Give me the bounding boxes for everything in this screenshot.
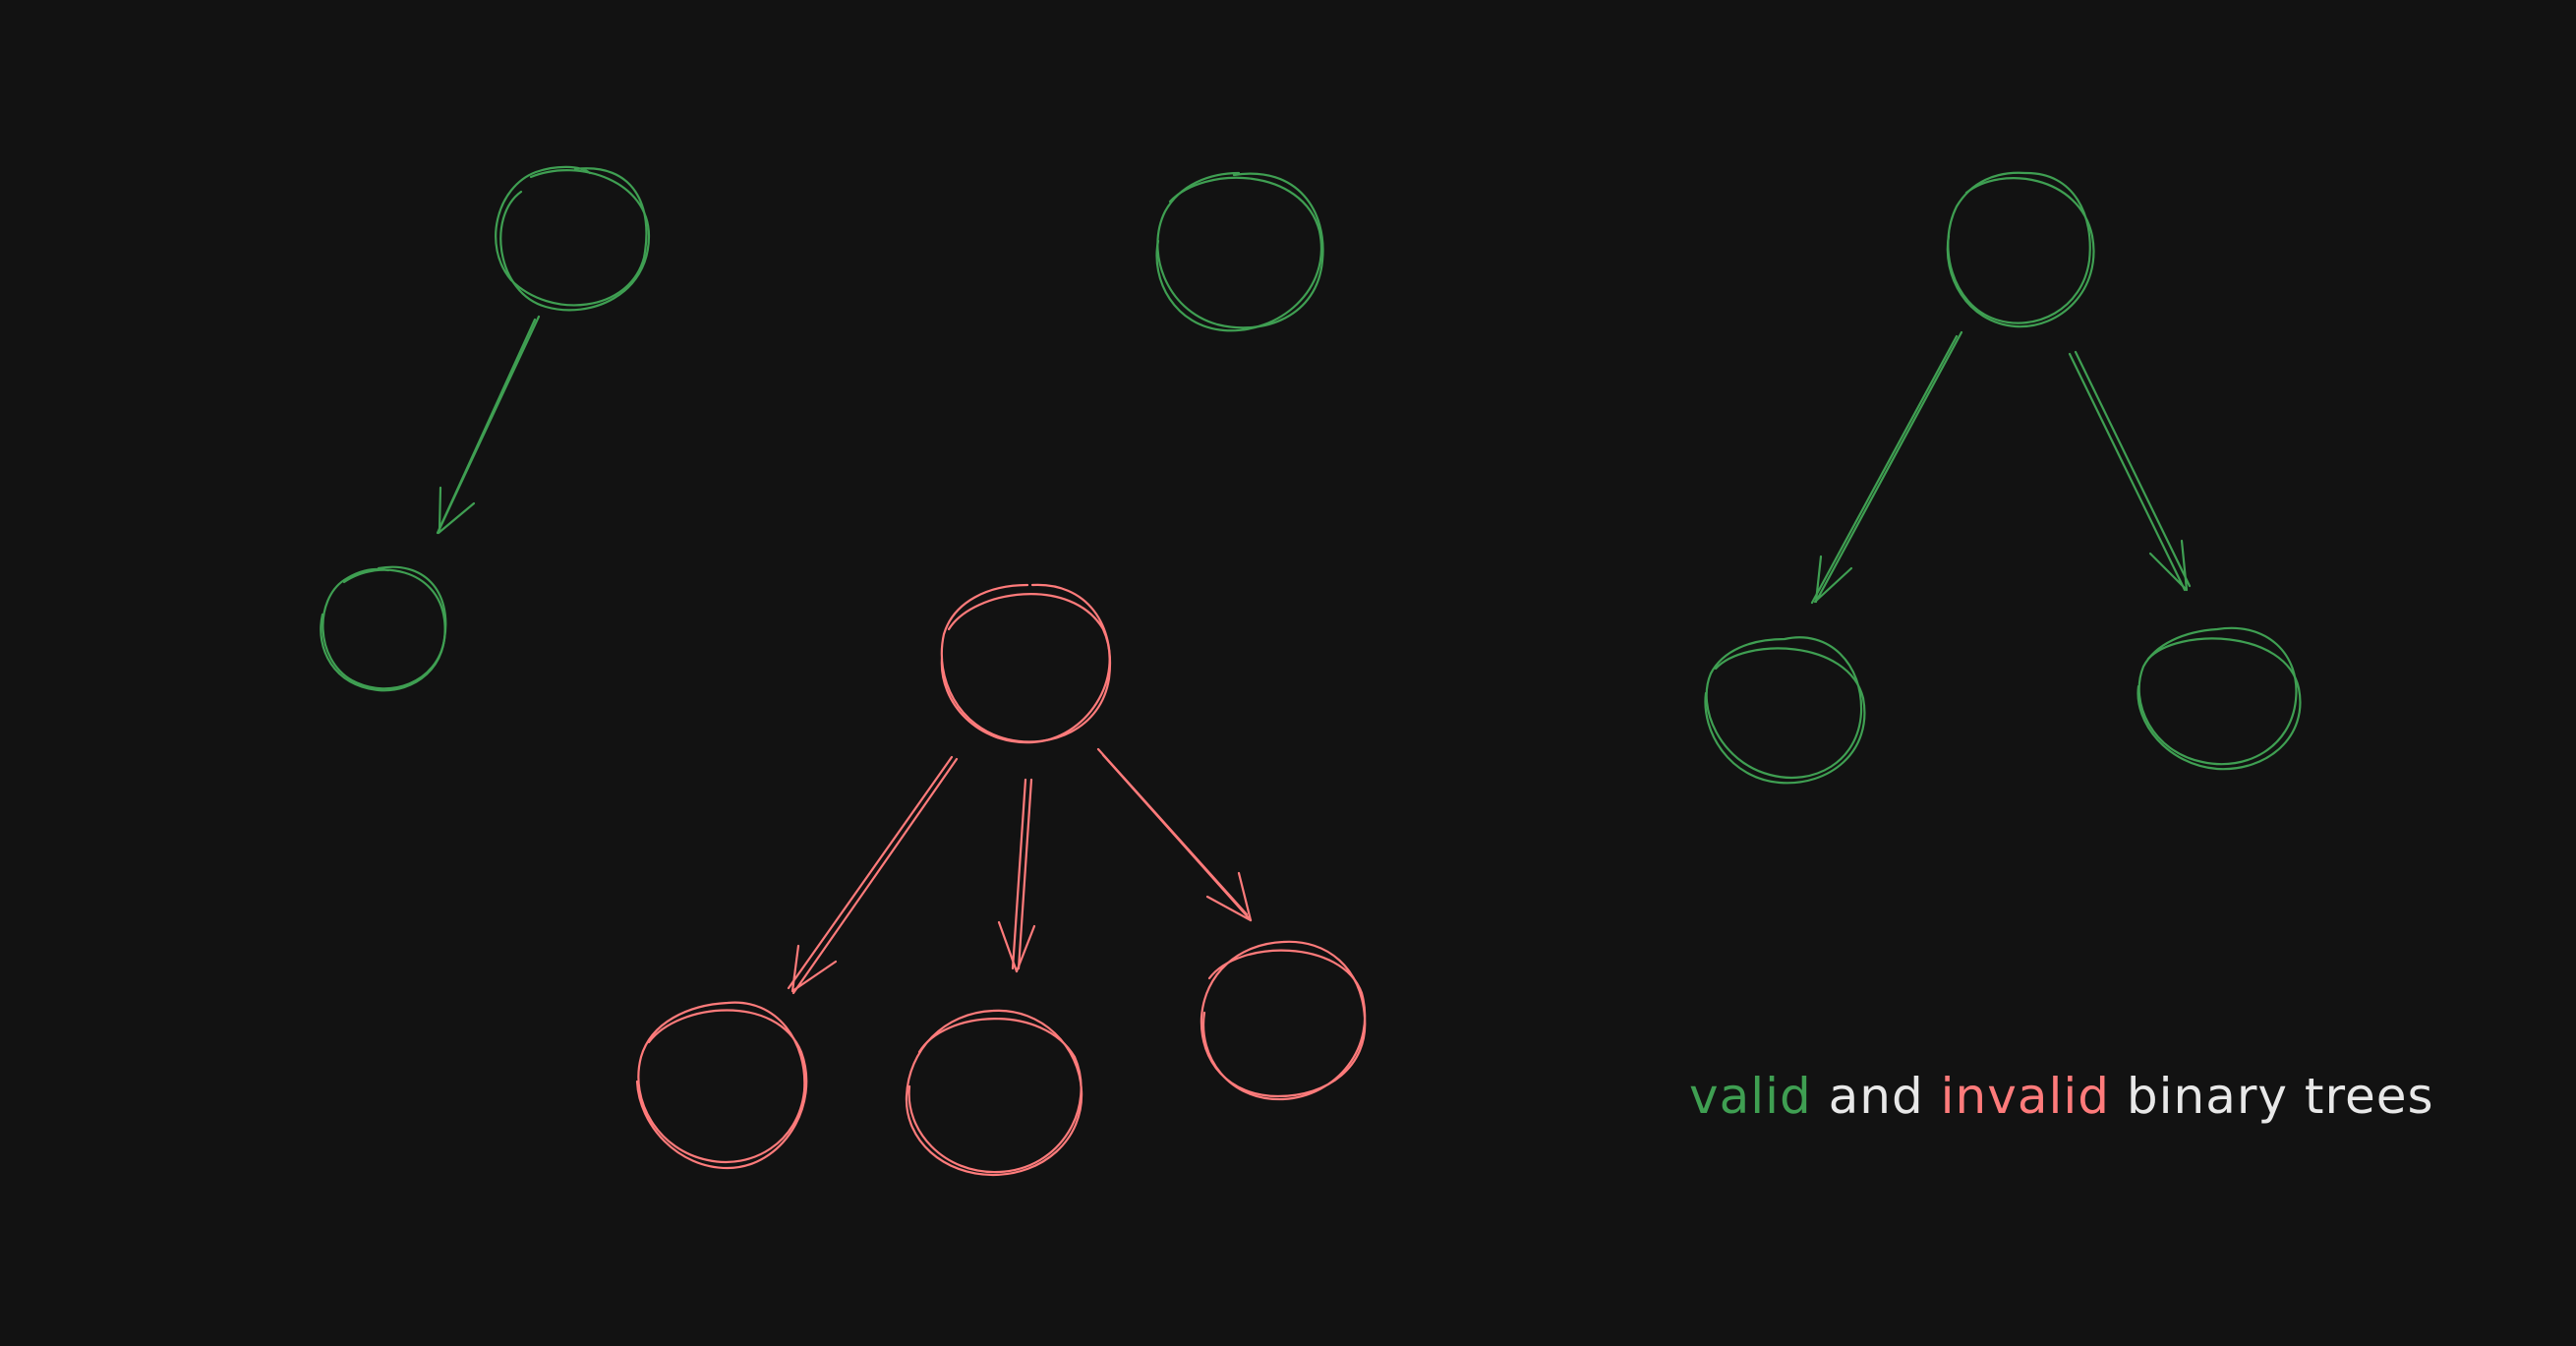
caption-word-valid: valid [1689, 1068, 1812, 1125]
caption-word-binary-trees: binary trees [2126, 1068, 2434, 1125]
tree4-edge-arrow-2 [997, 778, 1036, 973]
tree3-left-edge-arrow [1810, 330, 1963, 605]
tree1-child-node [320, 565, 447, 692]
tree4-child-node-2 [905, 1009, 1083, 1177]
tree4-edge-arrow-3 [1096, 747, 1253, 922]
tree4-child-node-1 [635, 1001, 808, 1170]
tree-two-children [1704, 171, 2302, 785]
tree4-edge-arrow-1 [787, 755, 959, 995]
tree2-root-node [1155, 171, 1324, 332]
caption-word-invalid: invalid [1940, 1068, 2110, 1125]
diagram-caption: valid and invalid binary trees [1689, 1052, 2495, 1141]
tree4-root-node [940, 583, 1112, 744]
tree-single-node [1155, 171, 1324, 332]
tree1-edge-arrow [436, 315, 541, 535]
tree3-right-child-node [2137, 626, 2302, 771]
tree-one-child [320, 165, 651, 692]
caption-word-and: and [1828, 1068, 1924, 1125]
tree3-root-node [1946, 171, 2095, 328]
tree-three-children [635, 583, 1367, 1177]
tree3-left-child-node [1704, 636, 1866, 785]
tree1-root-node [495, 165, 651, 312]
tree4-child-node-3 [1200, 940, 1367, 1101]
tree3-right-edge-arrow [2068, 350, 2192, 592]
